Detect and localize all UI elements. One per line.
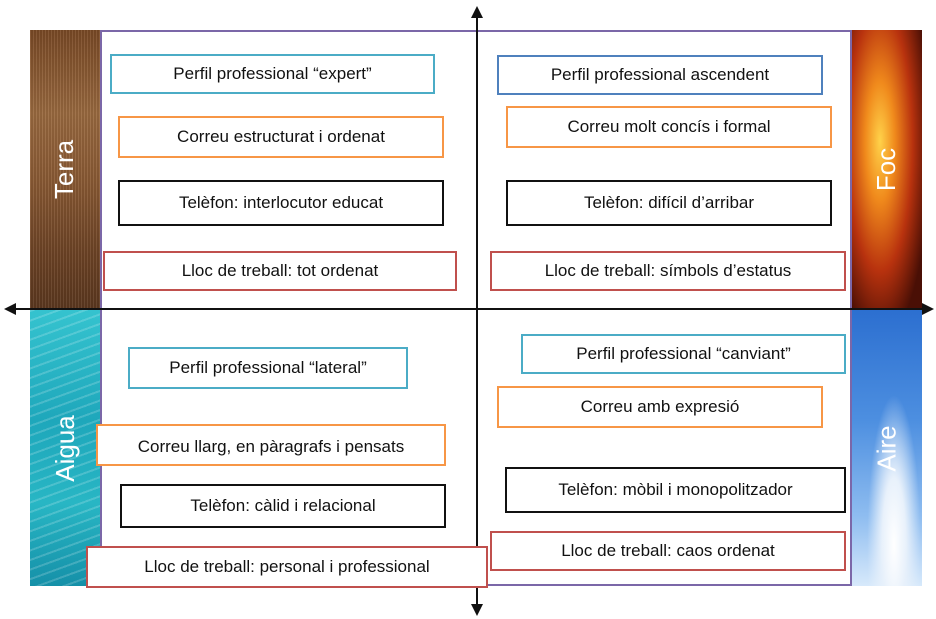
aigua-correu-box: Correu llarg, en pàragrafs i pensats bbox=[96, 424, 446, 466]
terra-correu-box: Correu estructurat i ordenat bbox=[118, 116, 444, 158]
terra-perfil-box: Perfil professional “expert” bbox=[110, 54, 435, 94]
arrow-left-icon bbox=[4, 303, 16, 315]
foc-telefon-box: Telèfon: difícil d’arribar bbox=[506, 180, 832, 226]
water-image: Aigua bbox=[30, 310, 100, 586]
sky-image: Aire bbox=[852, 310, 922, 586]
arrow-right-icon bbox=[922, 303, 934, 315]
horizontal-axis bbox=[14, 308, 924, 310]
terra-lloc-box: Lloc de treball: tot ordenat bbox=[103, 251, 457, 291]
aire-lloc-box: Lloc de treball: caos ordenat bbox=[490, 531, 846, 571]
aigua-lloc-box: Lloc de treball: personal i professional bbox=[86, 546, 488, 588]
fire-image: Foc bbox=[852, 30, 922, 308]
arrow-down-icon bbox=[471, 604, 483, 616]
earth-image: Terra bbox=[30, 30, 100, 308]
aire-correu-box: Correu amb expresió bbox=[497, 386, 823, 428]
arrow-up-icon bbox=[471, 6, 483, 18]
aire-label: Aire bbox=[871, 424, 902, 472]
terra-telefon-box: Telèfon: interlocutor educat bbox=[118, 180, 444, 226]
foc-correu-box: Correu molt concís i formal bbox=[506, 106, 832, 148]
aigua-perfil-box: Perfil professional “lateral” bbox=[128, 347, 408, 389]
aire-telefon-box: Telèfon: mòbil i monopolitzador bbox=[505, 467, 846, 513]
aigua-telefon-box: Telèfon: càlid i relacional bbox=[120, 484, 446, 528]
foc-lloc-box: Lloc de treball: símbols d’estatus bbox=[490, 251, 846, 291]
aire-perfil-box: Perfil professional “canviant” bbox=[521, 334, 846, 374]
foc-perfil-box: Perfil professional ascendent bbox=[497, 55, 823, 95]
foc-label: Foc bbox=[871, 147, 902, 191]
terra-label: Terra bbox=[49, 139, 80, 199]
vertical-axis bbox=[476, 14, 478, 610]
aigua-label: Aigua bbox=[49, 414, 80, 482]
